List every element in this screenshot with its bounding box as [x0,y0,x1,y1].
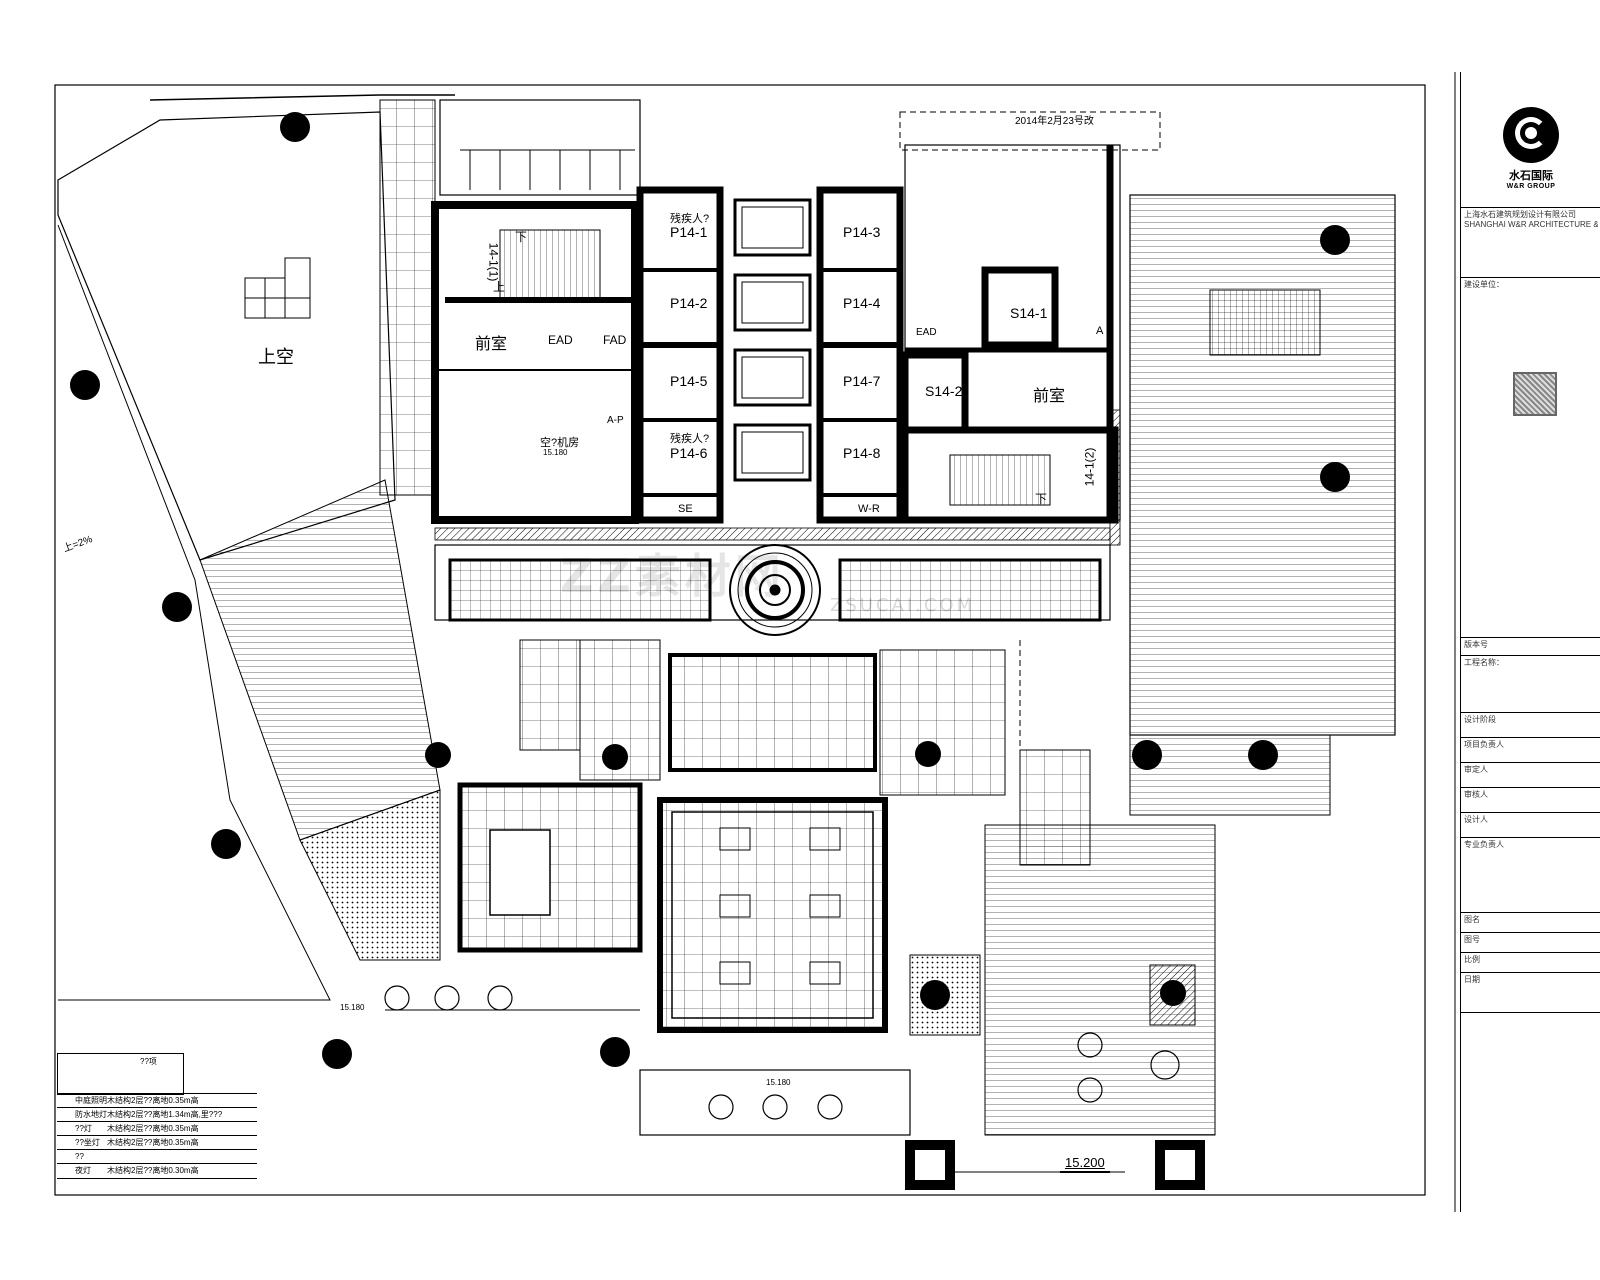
a-label: A [1096,325,1104,337]
central-skylight [668,653,877,772]
stair-left [499,229,601,301]
level-terrace: 15.180 [340,1003,365,1012]
legend-row: 中庭照明木结构2层??离地0.35m高 [57,1093,257,1108]
tile-area-c [879,649,1006,796]
tb-row: 图号 [1461,932,1600,950]
stair-down-right: 下 [1035,492,1048,506]
lift-column-left [636,186,724,524]
tb-row: 比例 [1461,952,1600,970]
revision-cloud [899,111,1161,151]
tb-row: 审定人 [1461,762,1600,780]
toilet-block [439,99,641,196]
ac-room-level: 15.180 [543,448,568,457]
rosette-medallion [729,544,821,636]
bar-counter [1019,749,1091,866]
accessible-lift-2: 残疾人? [670,433,710,445]
legend-row: 防水地灯木结构2层??离地1.34m高,里??? [57,1107,257,1122]
firm-logo: 水石国际 W&R GROUP [1491,107,1571,197]
firm-logo-icon [1503,107,1559,163]
title-block: 水石国际 W&R GROUP 上海水石建筑规划设计有限公司 SHANGHAI W… [1460,72,1600,1212]
lift-p14-3: P14-3 [843,224,881,240]
toilet-stalls [460,149,635,190]
level-bottom: 15.200 [1065,1155,1105,1170]
void-label: 上空 [258,347,294,367]
tb-row: 设计人 [1461,812,1600,830]
tb-row: 设计阶段 [1461,712,1600,730]
ead-label-b: EAD [916,327,937,338]
tb-row: 工程名称： [1461,655,1600,673]
lobby-panels [733,198,812,482]
legend-row: ??坐灯木结构2层??离地0.35m高 [57,1135,257,1150]
stair-right [949,454,1051,506]
left-boundary-line [57,224,331,1001]
ac-room-label: 空?机房 [540,437,580,449]
tb-row-client: 建设单位： [1461,277,1600,417]
watermark-url: ZSUCAI.COM [830,595,976,616]
right-stair [1209,289,1321,356]
se-label: SE [678,503,693,515]
tb-row: 审核人 [1461,787,1600,805]
vestibule-left-label: 前室 [475,336,508,353]
void-outline [57,111,396,561]
wr-label: W-R [858,503,880,515]
lift-p14-4: P14-4 [843,295,881,311]
sheet-border [54,84,1426,1196]
lift-p14-6: P14-6 [670,445,708,461]
tb-row-firm: 上海水石建筑规划设计有限公司 SHANGHAI W&R ARCHITECTURE… [1461,207,1600,272]
lift-p14-8: P14-8 [843,445,881,461]
stair-down-left: 下 [515,230,528,244]
tile-area-a [519,639,581,751]
meeting-table [489,829,551,916]
fad-label: FAD [603,333,627,347]
legend-row: ??灯木结构2层??离地0.35m高 [57,1121,257,1136]
right-deck [1129,194,1396,736]
revision-date: 2014年2月23号改 [1015,116,1094,127]
top-left-wall [149,94,455,101]
stair-left-id: 14-1(1) [486,242,501,282]
void-grid-icon [244,257,311,319]
lift-s14-1: S14-1 [1010,305,1048,321]
tb-row: 专业负责人 [1461,837,1600,892]
legend-row: ?? [57,1149,257,1164]
lift-column-right [816,186,904,524]
tb-row-blank [1461,1012,1600,1212]
tb-row: 图名 [1461,912,1600,930]
diagonal-deck [199,479,441,841]
legend-header: ??项 [140,1057,157,1066]
hatched-wall [434,527,1111,541]
central-hall [657,797,888,1033]
stair-up-left: 上 [493,280,506,294]
tb-row: 项目负责人 [1461,737,1600,755]
vestibule-right-label: 前室 [1033,388,1066,405]
lift-s14-2: S14-2 [925,383,963,399]
corridor-tiles-left [448,558,712,622]
accessible-lift-1: 残疾人? [670,213,710,225]
tree-markers [70,112,1350,1069]
dotted-garden [299,789,441,961]
stair-right-id: 14-1(2) [1082,447,1097,487]
ap-label: A-P [607,415,624,426]
ead-label-a: EAD [548,333,573,347]
watermark-text: ZZ素材网 [560,549,785,603]
hall-tables [719,827,841,985]
entry-canopy [639,1069,911,1136]
firm-name-cn: 水石国际 [1509,170,1553,182]
lift-p14-5: P14-5 [670,373,708,389]
firm-name-en: W&R GROUP [1506,183,1556,190]
legend-row: 夜灯木结构2层??离地0.30m高 [57,1163,257,1179]
level-entry: 15.180 [766,1078,791,1087]
lift-s14-1-shaft [981,266,1059,349]
core-left-walls [431,201,639,524]
left-walkway-tiles [379,99,436,496]
lift-p14-1: P14-1 [670,224,708,240]
right-deck-mid [1129,734,1331,816]
tb-row: 版本号 [1461,637,1600,655]
lift-p14-2: P14-2 [670,295,708,311]
tb-row: 日期 [1461,972,1600,990]
legend-header-box: ??项 [57,1053,184,1095]
corridor-tiles-right [838,558,1102,622]
lift-p14-7: P14-7 [843,373,881,389]
approval-stamp-icon [1513,372,1557,416]
